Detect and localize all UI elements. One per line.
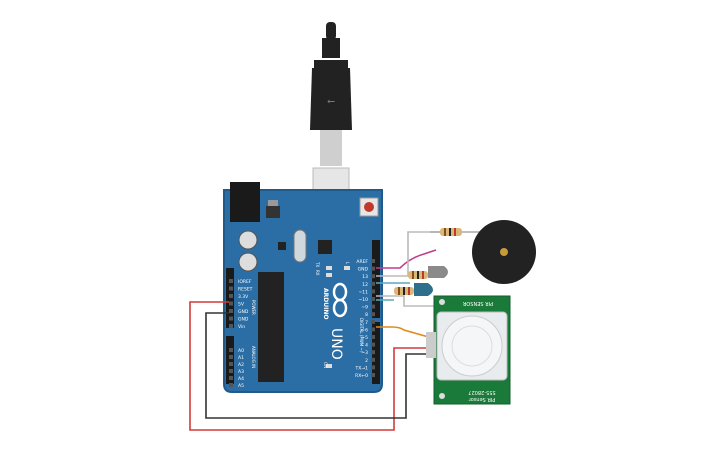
digital-pin-label: 7 [365,320,368,326]
digital-pin-label: 4 [365,343,368,349]
analog-pin[interactable] [229,362,233,366]
digital-pin[interactable] [371,319,375,324]
resistor-led2 [394,287,414,295]
digital-pin-label: ~9 [361,305,368,311]
wire-gnd2-grey [376,295,436,307]
wires [189,231,440,431]
digital-pin[interactable] [371,274,375,279]
arduino-logo [332,282,348,318]
wire-13-grey [376,231,440,277]
digital-pin[interactable] [371,304,375,309]
power-pin-label: GND [238,317,249,323]
power-pin[interactable] [229,301,233,306]
rx-label: RX [315,270,320,276]
analog-header-label: ANALOG IN [251,346,256,368]
analog-pin-label: A1 [238,355,244,361]
digital-pin-label: ~5 [361,335,368,341]
power-pin-label: RESET [238,287,253,293]
analog-pin-label: A3 [238,369,244,375]
analog-pin-label: A4 [238,376,244,382]
analog-pin[interactable] [229,376,233,380]
analog-pin-label: A5 [238,383,244,389]
l-label: L [345,262,350,265]
piezo-buzzer [472,220,536,284]
usb-cable: ⭠ [310,22,352,166]
digital-pin-label: GND [358,267,369,273]
arduino-board: ARDUINO UNO TX RX L ON POWER ANALOG IN D… [223,182,383,393]
on-label: ON [323,362,328,368]
digital-pin-label: 8 [365,312,368,318]
power-pin[interactable] [229,316,233,321]
pir-part-number: 555-28027 [468,389,495,395]
digital-pin[interactable] [371,327,375,332]
digital-pin[interactable] [371,289,375,294]
power-pin[interactable] [229,324,233,328]
resistor-led1 [408,271,428,279]
pir-label-bottom: PIR Sensor [468,396,496,402]
digital-pin[interactable] [371,297,375,301]
digital-pin[interactable] [371,350,375,355]
board-model: UNO [328,328,344,360]
digital-pin-label: 13 [362,274,368,280]
usb-icon: ⭠ [327,96,335,107]
power-pin-label: 5V [238,302,245,308]
digital-pin-label: 2 [365,358,368,364]
analog-pin-label: A0 [238,348,244,354]
power-pin[interactable] [229,294,233,298]
analog-pin[interactable] [229,369,233,373]
digital-pin-label: TX→1 [355,365,369,371]
pir-label-top: PIR SENSOR [462,300,493,306]
digital-pin-label: 12 [362,282,368,288]
power-pin[interactable] [229,286,233,291]
digital-pin[interactable] [371,281,375,286]
wire-gnd-black [205,312,432,419]
digital-pin[interactable] [371,357,375,362]
digital-pin-label: ~3 [361,350,368,356]
wire-5v-red [189,301,432,431]
power-pin-label: Vin [238,324,245,330]
digital-header-label: DIGITAL (PWM ~) [359,318,364,353]
digital-pin[interactable] [371,365,375,370]
analog-pin-label: A2 [238,362,244,368]
analog-pin[interactable] [229,355,233,359]
digital-pin-label: ~10 [359,297,369,303]
resistor-buzzer [430,228,480,236]
power-pin-label: GND [238,309,249,315]
wire-gnd-magenta [376,249,437,269]
digital-pin[interactable] [371,259,375,263]
digital-pin-label: AREF [356,259,368,265]
digital-header-lower [372,322,380,384]
power-pin[interactable] [229,309,233,313]
digital-pin[interactable] [371,342,375,347]
led-grey [428,266,448,278]
digital-pin-label: ~6 [361,327,368,333]
tx-label: TX [315,261,320,267]
atmega-chip [258,272,284,382]
digital-pin[interactable] [371,373,375,377]
wire-pin7-orange [376,326,433,339]
board-brand: ARDUINO [322,288,329,319]
digital-pin[interactable] [371,335,375,339]
power-pin-label: 3.3V [238,294,249,300]
analog-pin[interactable] [229,383,233,387]
digital-pin[interactable] [371,266,375,271]
analog-header [226,336,234,384]
digital-header-upper [372,240,380,318]
power-jack [230,182,260,222]
digital-pin-label: ~11 [359,289,369,295]
led-blue [414,283,433,296]
power-pin[interactable] [229,279,233,283]
power-pin-label: IOREF [238,279,252,285]
pir-sensor: PIR SENSOR PIR Sensor 555-28027 [426,295,511,405]
digital-pin-label: RX←0 [355,373,368,379]
analog-pin[interactable] [229,348,233,352]
power-header-label: POWER [251,300,256,315]
digital-pin[interactable] [371,312,375,317]
